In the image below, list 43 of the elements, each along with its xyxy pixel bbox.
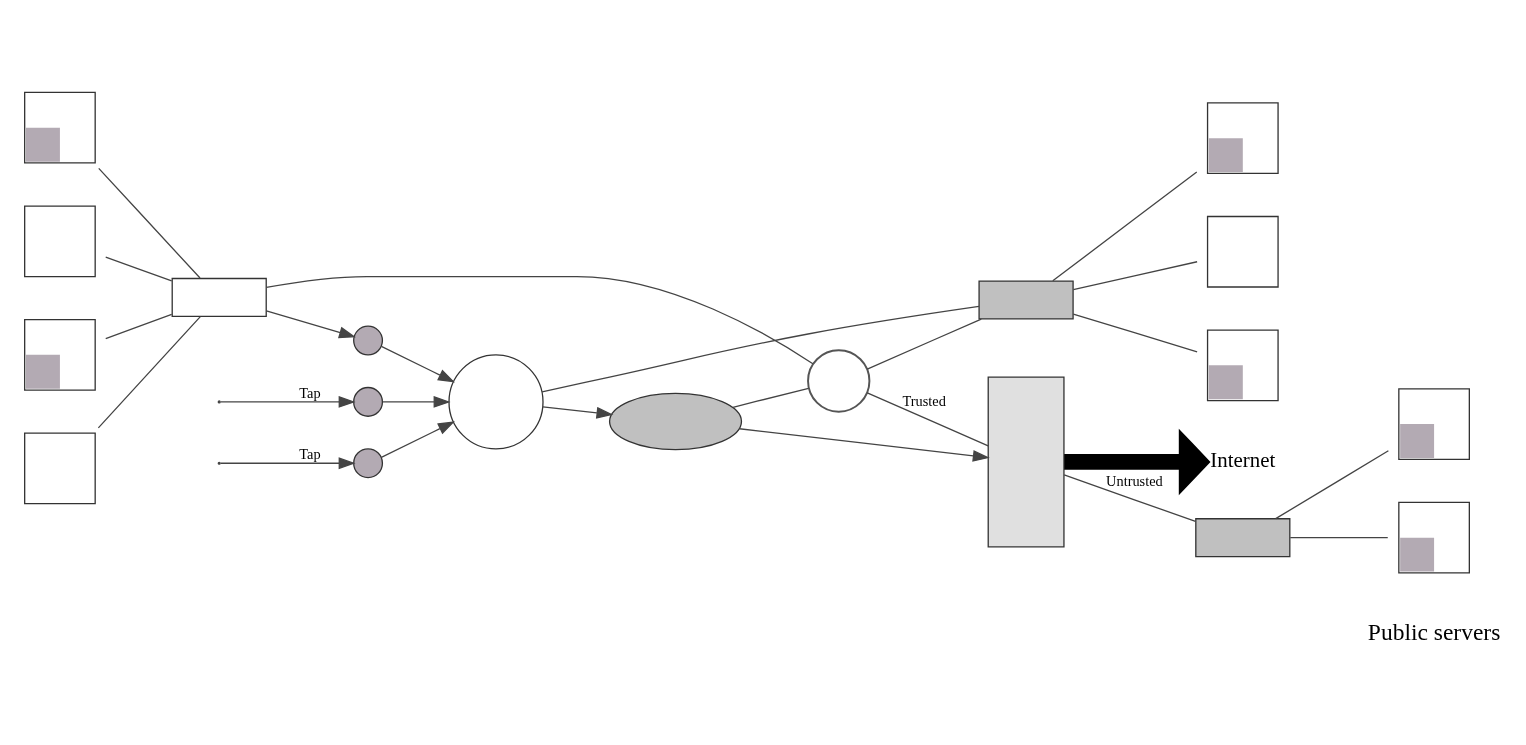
arrow bbox=[382, 395, 451, 408]
arrow bbox=[738, 428, 990, 462]
edge-label: Untrusted bbox=[1106, 473, 1163, 490]
node-circle bbox=[353, 386, 384, 417]
arrow bbox=[265, 310, 356, 339]
connector bbox=[1072, 313, 1198, 353]
node-box bbox=[1206, 215, 1279, 288]
connector bbox=[541, 305, 980, 393]
connector bbox=[1275, 450, 1390, 520]
connector bbox=[97, 315, 201, 429]
node-box bbox=[171, 277, 267, 317]
connector bbox=[866, 318, 982, 370]
connector bbox=[1289, 537, 1389, 539]
node-box bbox=[24, 205, 96, 278]
arrow bbox=[1064, 428, 1211, 496]
node-text: Internet bbox=[1210, 447, 1276, 472]
node-ellipse bbox=[608, 392, 743, 451]
arrow bbox=[219, 457, 356, 470]
node-box bbox=[987, 376, 1065, 548]
connector bbox=[866, 392, 989, 447]
node-circle bbox=[353, 325, 384, 356]
node-box bbox=[24, 432, 96, 505]
connector bbox=[1063, 474, 1197, 523]
node-box bbox=[978, 280, 1074, 320]
connector bbox=[265, 275, 814, 365]
connector bbox=[105, 256, 173, 282]
connector bbox=[1052, 171, 1198, 282]
connector bbox=[98, 167, 201, 279]
connector bbox=[105, 313, 173, 340]
node-box bbox=[1195, 518, 1291, 558]
edge-label: Trusted bbox=[902, 392, 946, 409]
node-circle bbox=[807, 349, 871, 413]
connector bbox=[732, 387, 810, 408]
arrow bbox=[219, 395, 356, 408]
arrow bbox=[542, 406, 614, 419]
connector bbox=[1072, 261, 1198, 291]
label: Public servers bbox=[1367, 619, 1501, 646]
arrow bbox=[380, 345, 455, 383]
edge-label: Tap bbox=[299, 446, 321, 463]
edge-label: Tap bbox=[299, 384, 321, 401]
node-circle bbox=[448, 354, 544, 450]
arrow bbox=[380, 421, 455, 458]
node-circle bbox=[353, 448, 384, 479]
